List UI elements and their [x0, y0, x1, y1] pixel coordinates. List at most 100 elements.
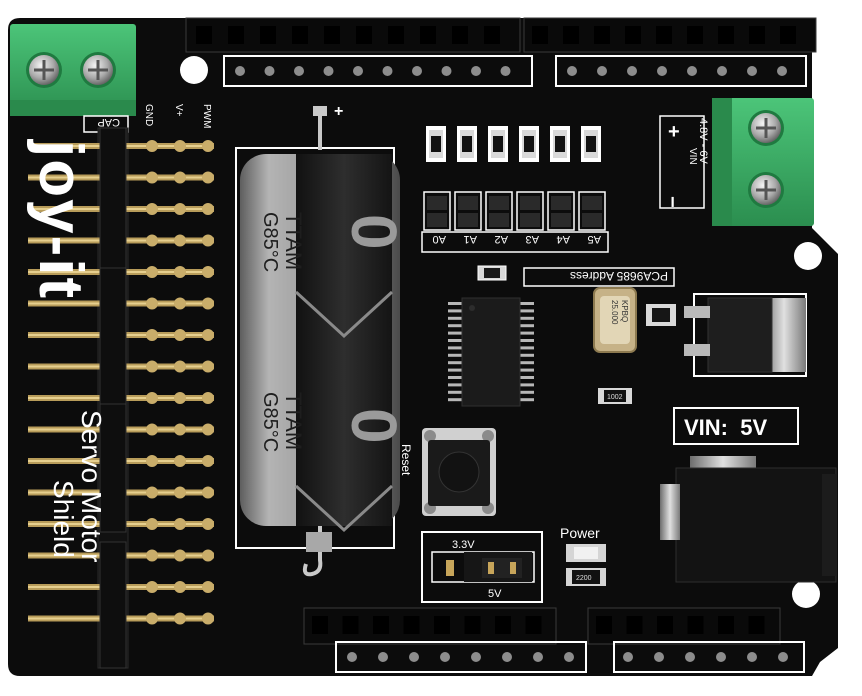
cap-plus: +	[334, 103, 343, 120]
pin-tip	[174, 518, 186, 530]
solder-pad	[502, 652, 512, 662]
pin-tip	[174, 486, 186, 499]
header-socket	[626, 616, 643, 634]
resistor-body	[555, 136, 565, 152]
pin-tip	[174, 360, 186, 373]
crystal: 25.000 KPBQ	[593, 287, 637, 353]
pad-outline	[454, 191, 482, 231]
resistor-marking: 1002	[607, 394, 623, 401]
address-resistors	[426, 126, 601, 162]
pin-tip	[146, 297, 158, 310]
header-socket	[596, 616, 612, 634]
brand-logo: joy-it	[26, 139, 95, 300]
chip-leg	[518, 390, 534, 394]
chip-leg	[448, 383, 464, 387]
pad	[489, 213, 509, 227]
vin-range: 4.8V - 6V	[697, 118, 709, 165]
pad	[582, 196, 602, 210]
header-socket	[196, 26, 212, 44]
chip-leg	[518, 398, 534, 402]
address-pin-label: A4	[557, 233, 570, 245]
pin-tip	[202, 266, 214, 278]
header-socket	[292, 26, 308, 44]
gnd-label: GND	[143, 104, 154, 126]
chip-leg	[518, 361, 534, 365]
header-socket	[687, 616, 704, 634]
pad	[427, 196, 447, 210]
pin-tip	[174, 297, 186, 310]
reset-button[interactable]	[422, 428, 496, 516]
chip-leg	[518, 346, 534, 350]
address-pin-label: A5	[588, 233, 601, 245]
solder-pad	[347, 652, 357, 662]
header-socket	[495, 616, 511, 634]
voltage-jumper[interactable]	[421, 531, 543, 603]
header-socket	[228, 26, 244, 44]
cap-brand-1: TTAM	[281, 212, 306, 270]
solder-pad	[747, 66, 757, 76]
pin-tip	[202, 297, 214, 310]
solder-pad	[717, 66, 727, 76]
solder-pad	[353, 66, 363, 76]
header-socket	[656, 26, 672, 44]
cap-screw-terminal	[10, 24, 136, 116]
pin-tip	[146, 140, 158, 152]
solder-pad	[378, 652, 388, 662]
chip-leg	[448, 361, 464, 365]
pin-tip	[146, 266, 158, 278]
address-pads	[423, 191, 606, 231]
pin-tip	[174, 549, 186, 562]
pin-tip	[146, 455, 158, 467]
chip-leg	[518, 368, 534, 372]
pin-tip	[202, 203, 214, 215]
pin-tip	[174, 203, 186, 215]
bottom-header	[303, 607, 805, 673]
pin-tip	[174, 266, 186, 278]
mounting-hole	[180, 56, 208, 84]
pin-tip	[202, 140, 214, 152]
pad-outline	[423, 191, 451, 231]
header-socket	[687, 26, 703, 44]
pin-tip	[202, 171, 214, 184]
chip-leg	[448, 331, 464, 335]
solder-pad	[235, 66, 245, 76]
pin-tip	[202, 329, 214, 341]
pin-tip	[146, 234, 158, 247]
address-pin-label: A1	[464, 233, 477, 245]
led-resistor-marking: 2200	[576, 575, 592, 582]
header-socket	[749, 26, 765, 44]
address-pin-label: A3	[526, 233, 539, 245]
pcb	[8, 18, 838, 676]
solder-pad	[778, 652, 788, 662]
cap-rating-1: G85°C	[259, 212, 281, 272]
pad-outline	[516, 191, 544, 231]
chip-leg	[518, 376, 534, 379]
pwm-label: PWM	[201, 104, 212, 128]
header-socket	[718, 616, 734, 634]
pin-housing	[99, 267, 127, 405]
chip-leg	[518, 383, 534, 387]
vin-box	[673, 407, 799, 445]
header-socket	[452, 26, 468, 44]
pin-tip	[202, 486, 214, 499]
solder-pad	[747, 652, 757, 662]
pin-housing	[99, 541, 127, 669]
solder-pad	[623, 652, 633, 662]
pin-tip	[146, 518, 158, 530]
pad	[582, 213, 602, 227]
header-socket	[748, 616, 765, 634]
jumper-bottom-label: 5V	[488, 588, 502, 600]
header-socket	[388, 26, 404, 44]
header-socket	[324, 26, 340, 44]
vin-silk: + VIN − 4.8V - 6V	[659, 115, 709, 209]
pin-housing	[99, 403, 127, 533]
chip-leg	[448, 339, 464, 342]
pin-tip	[146, 203, 158, 215]
reset-label: Reset	[399, 444, 413, 476]
solder-pad	[412, 66, 422, 76]
header-socket	[780, 26, 796, 44]
vplus-label: V+	[173, 104, 184, 117]
pin-tip	[202, 581, 214, 593]
pad	[427, 213, 447, 227]
chip-leg	[518, 331, 534, 335]
